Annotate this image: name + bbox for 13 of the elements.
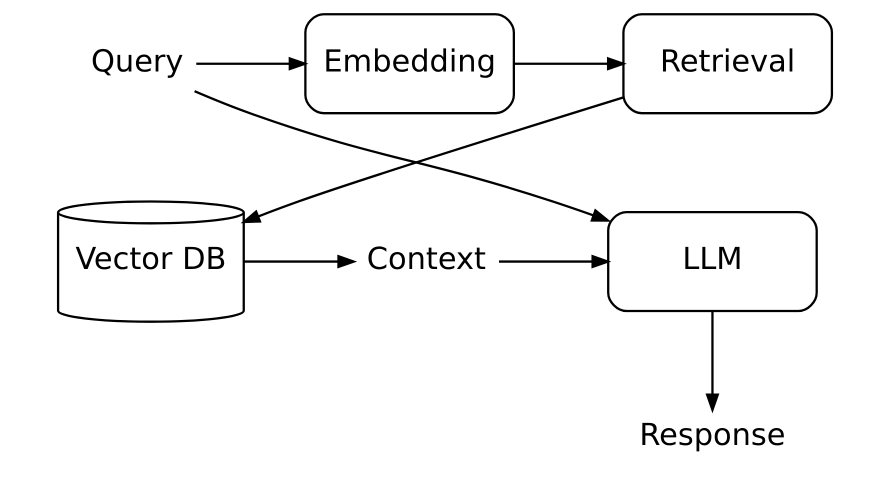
node-box: Retrieval xyxy=(622,13,834,114)
node-text: Query xyxy=(90,44,184,80)
node-text: Context xyxy=(366,242,486,278)
node-box: LLM xyxy=(607,210,818,312)
arrow xyxy=(499,254,612,268)
arrow xyxy=(196,56,308,71)
arrow xyxy=(194,90,612,222)
node-box: Embedding xyxy=(304,13,515,114)
arrow xyxy=(244,254,358,268)
node-text: Response xyxy=(639,418,786,453)
arrow xyxy=(240,96,624,224)
arrow xyxy=(706,311,720,414)
arrow xyxy=(514,56,627,71)
